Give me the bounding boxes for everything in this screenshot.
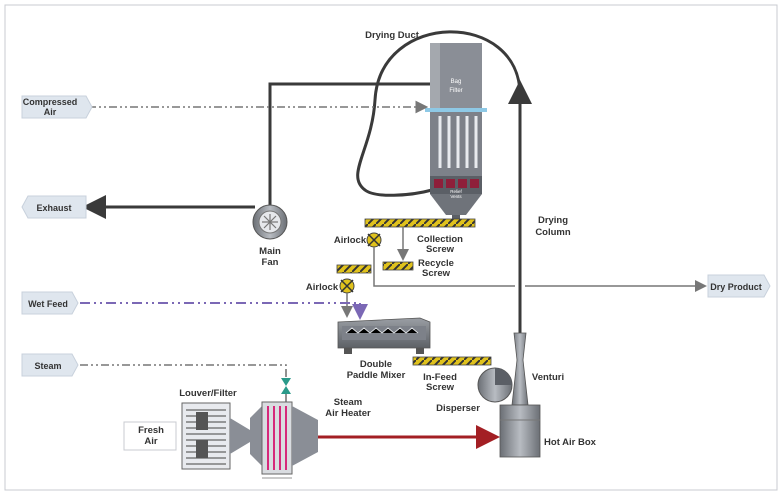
wet-feed-tag — [21, 291, 79, 315]
hot-air-box — [499, 404, 541, 458]
bag-filter-label-1: Bag — [451, 79, 462, 85]
diagram-frame — [4, 4, 778, 491]
exhaust-label: Exhaust — [36, 203, 71, 213]
drying-duct-label: Drying Duct — [365, 30, 420, 41]
bag-filter — [425, 43, 487, 223]
airlock-2 — [339, 278, 355, 294]
collection-screw — [364, 218, 476, 228]
wet-feed-label: Wet Feed — [28, 299, 68, 309]
drying-column-label-1: Drying — [538, 215, 568, 226]
recycle-screw-label-2: Screw — [422, 268, 451, 279]
in-feed-screw-label-2: Screw — [426, 382, 455, 393]
exhaust-tag — [21, 195, 87, 219]
airlock-label-1: Airlock — [334, 235, 367, 246]
fresh-air-label-1: Fresh — [138, 425, 164, 436]
airlock-1 — [366, 232, 382, 248]
compressed-air-tag — [21, 95, 93, 119]
product-line — [373, 247, 515, 287]
steam-line — [80, 364, 287, 378]
fresh-air-box — [123, 421, 177, 451]
disperser — [477, 367, 513, 403]
airlock-label-2: Airlock — [306, 282, 339, 293]
venturi — [511, 332, 529, 406]
drying-column-label-2: Column — [535, 227, 571, 238]
drying-duct-line — [356, 30, 522, 335]
relief-vents-label-1: Relief — [450, 189, 462, 194]
collection-screw-label-2: Screw — [426, 244, 455, 255]
dry-product-label: Dry Product — [710, 282, 762, 292]
compressed-air-label-2: Air — [44, 107, 57, 117]
recycle-screw-label-1: Recycle — [418, 258, 454, 269]
double-paddle-mixer-label-2: Paddle Mixer — [347, 370, 406, 381]
disperser-label: Disperser — [436, 403, 480, 414]
double-paddle-mixer-label-1: Double — [360, 359, 392, 370]
hot-air-box-label: Hot Air Box — [544, 437, 597, 448]
compressed-air-label-1: Compressed — [23, 97, 78, 107]
collection-screw-label-1: Collection — [417, 234, 463, 245]
louver-filter-label: Louver/Filter — [179, 388, 237, 399]
relief-vents-label-2: Vents — [450, 194, 462, 199]
airlock-feed-screw — [336, 264, 372, 274]
exhaust-duct — [268, 82, 430, 205]
steam-air-heater-label-1: Steam — [334, 397, 363, 408]
venturi-label: Venturi — [532, 372, 564, 383]
in-feed-screw-label-1: In-Feed — [423, 372, 457, 383]
wet-feed-line — [80, 302, 368, 320]
recycle-screw — [382, 261, 414, 271]
main-fan-label-1: Main — [259, 246, 281, 257]
louver-filter — [181, 402, 250, 470]
steam-air-heater — [250, 401, 318, 479]
in-feed-screw — [412, 356, 492, 366]
steam-label: Steam — [34, 361, 61, 371]
main-fan — [252, 204, 288, 240]
fresh-air-label-2: Air — [144, 436, 158, 447]
double-paddle-mixer — [337, 317, 431, 354]
steam-air-heater-label-2: Air Heater — [325, 408, 371, 419]
steam-valve-icon — [281, 378, 291, 394]
bag-filter-label-2: Filter — [449, 88, 462, 94]
dry-product-tag — [707, 274, 771, 298]
steam-tag — [21, 353, 79, 377]
main-fan-label-2: Fan — [262, 257, 279, 268]
